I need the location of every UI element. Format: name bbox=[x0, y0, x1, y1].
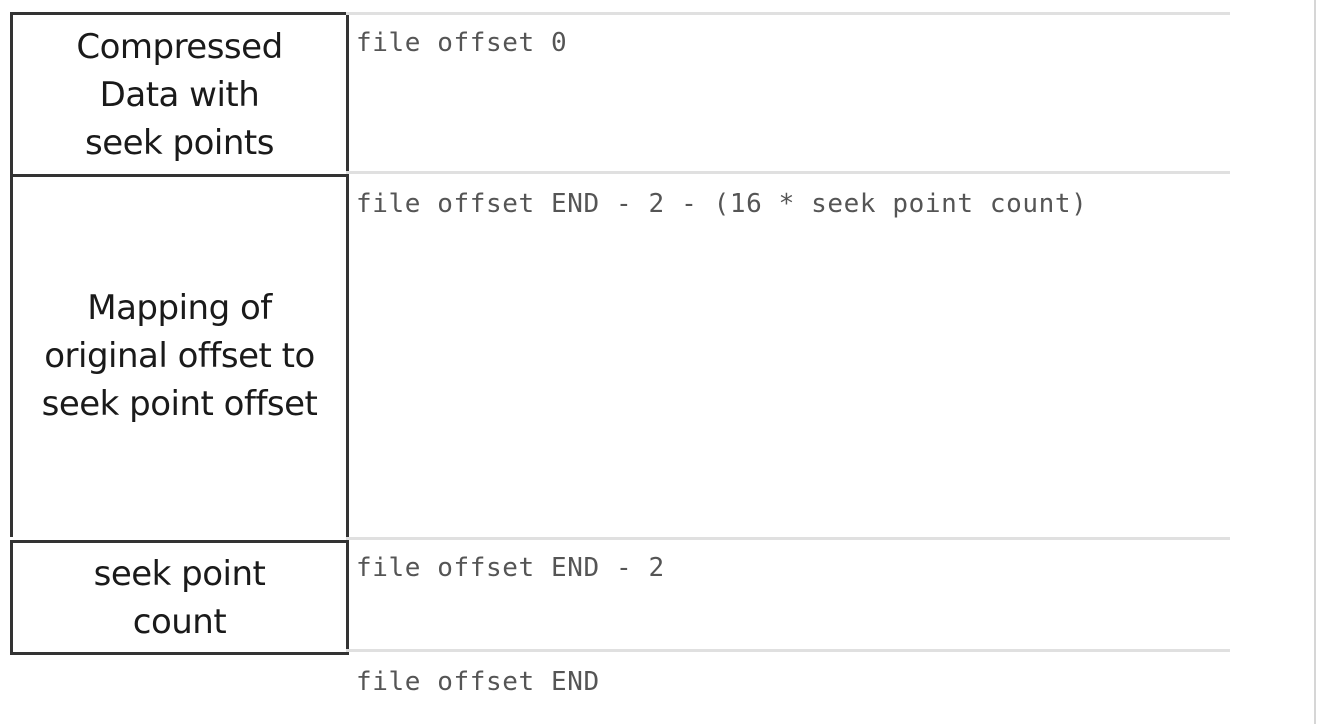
offset-label-count-start: file offset END - 2 bbox=[356, 553, 665, 583]
offset-divider bbox=[346, 171, 1230, 174]
offset-divider bbox=[346, 537, 1230, 540]
frame-edge bbox=[1314, 0, 1316, 724]
compressed-data-block: Compressed Data with seek points bbox=[10, 12, 349, 177]
offset-mapping-block: Mapping of original offset to seek point… bbox=[10, 174, 349, 537]
seek-point-count-label: seek point count bbox=[93, 553, 266, 642]
offset-divider bbox=[346, 649, 1230, 652]
offset-label-end: file offset END bbox=[356, 667, 600, 697]
offset-label-mapping-start: file offset END - 2 - (16 * seek point c… bbox=[356, 189, 1088, 219]
seek-point-count-block: seek point count bbox=[10, 540, 349, 655]
offset-divider bbox=[346, 12, 1230, 15]
compressed-data-label: Compressed Data with seek points bbox=[76, 26, 283, 163]
offset-label-start: file offset 0 bbox=[356, 28, 568, 58]
offset-mapping-label: Mapping of original offset to seek point… bbox=[41, 287, 318, 424]
